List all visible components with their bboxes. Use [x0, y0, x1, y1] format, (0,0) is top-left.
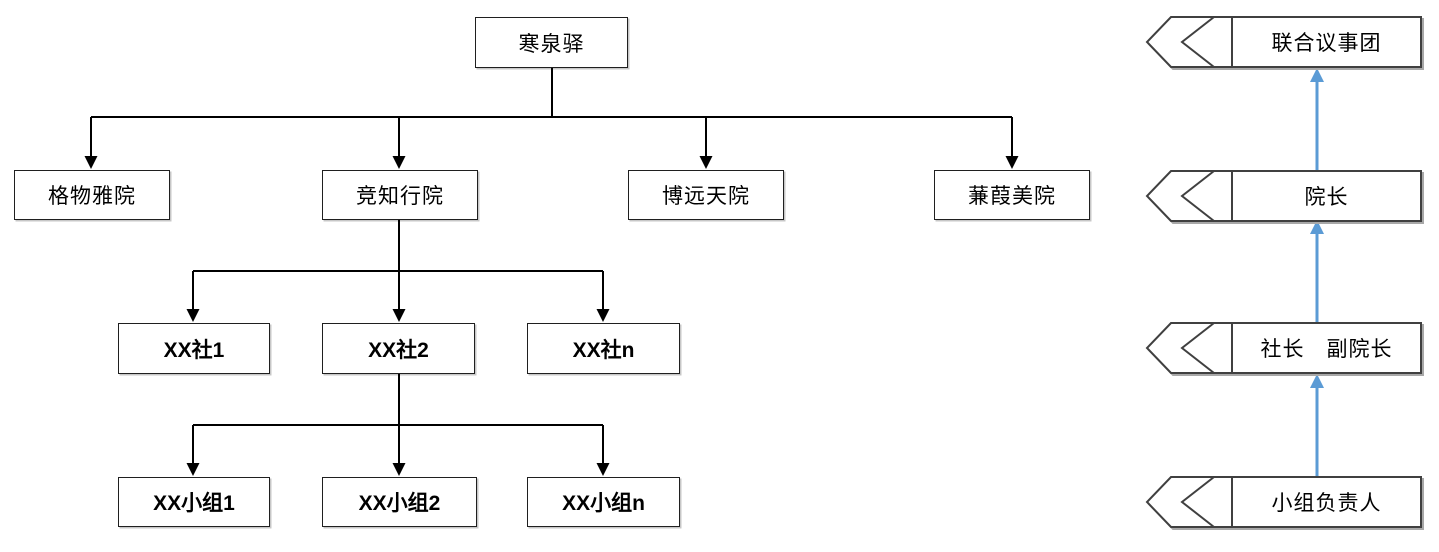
org-node-college-2: 竞知行院 — [322, 170, 478, 220]
tree-connectors-level3 — [192, 374, 604, 464]
tree-arrowheads-level3 — [186, 463, 610, 476]
org-node-club-n: XX社n — [527, 323, 680, 374]
role-pennant-club-president: 社长 副院长 — [1144, 321, 1426, 377]
org-node-college-1: 格物雅院 — [14, 170, 170, 220]
role-label-club-president: 社长 副院长 — [1260, 338, 1393, 361]
chevron-left-icon — [1180, 476, 1215, 528]
tree-arrowheads-level1 — [84, 156, 1019, 169]
role-label-dean: 院长 — [1304, 186, 1349, 209]
org-node-college-4: 蒹葭美院 — [934, 170, 1090, 220]
tree-arrowheads-level2 — [186, 309, 610, 322]
org-node-group-n: XX小组n — [527, 477, 680, 527]
role-label-group-leader: 小组负责人 — [1271, 492, 1382, 515]
org-node-group-1: XX小组1 — [118, 477, 270, 527]
role-pennant-shape — [1145, 322, 1422, 374]
org-node-group-2: XX小组2 — [322, 477, 477, 527]
escalation-arrow-up-icon — [1310, 68, 1324, 171]
role-pennant-shape — [1145, 476, 1422, 528]
org-node-club-1: XX社1 — [118, 323, 270, 374]
tree-connectors-level1 — [90, 68, 1013, 157]
role-pennant-group-leader: 小组负责人 — [1144, 475, 1426, 531]
org-node-club-2: XX社2 — [322, 323, 475, 374]
tree-connectors-level2 — [192, 220, 604, 310]
chevron-left-icon — [1180, 170, 1215, 222]
org-node-college-3: 博远天院 — [628, 170, 784, 220]
role-pennant-shape — [1145, 170, 1422, 222]
role-pennant-shape — [1145, 16, 1422, 68]
role-pennant-council: 联合议事团 — [1144, 15, 1426, 71]
role-label-council: 联合议事团 — [1271, 32, 1382, 55]
role-pennant-dean: 院长 — [1144, 169, 1426, 225]
escalation-arrow-up-icon — [1310, 220, 1324, 323]
escalation-arrow-up-icon — [1310, 374, 1324, 477]
escalation-arrows — [1310, 68, 1324, 477]
chevron-left-icon — [1180, 322, 1215, 374]
org-node-root: 寒泉驿 — [475, 17, 628, 68]
chevron-left-icon — [1180, 16, 1215, 68]
